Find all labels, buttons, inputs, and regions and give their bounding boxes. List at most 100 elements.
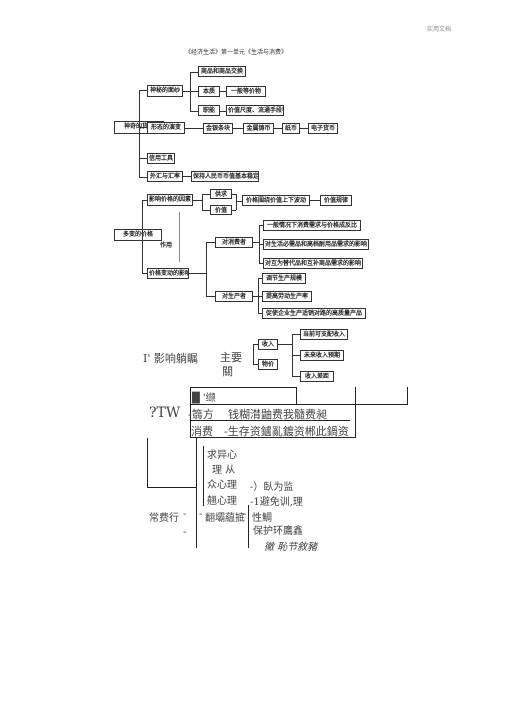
- connector: [258, 296, 262, 297]
- connector: [259, 263, 263, 264]
- connector: [202, 194, 210, 195]
- ocr-text: 性鯛: [252, 513, 272, 524]
- connector: [220, 111, 226, 112]
- connector: [233, 128, 243, 129]
- node-income: 收入: [258, 339, 278, 350]
- connector: [274, 128, 282, 129]
- connector: [253, 242, 259, 243]
- node-fx: 外汇与汇率: [147, 171, 183, 182]
- ocr-text: 關: [222, 365, 233, 378]
- table-line: [147, 438, 148, 488]
- connector: [190, 72, 191, 112]
- table-line: [190, 387, 297, 388]
- connector: [183, 176, 191, 177]
- connector: [142, 273, 147, 274]
- connector: [183, 91, 190, 92]
- node-paper: 纸币: [282, 123, 300, 134]
- node-prices: 物价: [258, 359, 278, 370]
- connector: [278, 344, 292, 345]
- connector: [139, 90, 147, 91]
- connector: [193, 200, 202, 201]
- node-c1: 一般情况下消费需求与价格成反比: [263, 220, 361, 231]
- connector: [258, 313, 262, 314]
- table-line: [196, 438, 197, 548]
- node-c2: 对生活必需品和高档耐用品需求的影响: [263, 239, 369, 250]
- connector: [142, 200, 147, 201]
- node-fluct: 价格围绕价值上下波动: [242, 195, 310, 206]
- connector: [236, 201, 242, 202]
- node-p2: 提高劳动生产率: [262, 291, 312, 302]
- ocr-text: -: [199, 509, 203, 520]
- ocr-text: 钱糊潸鼬费我髓费昶: [228, 408, 327, 421]
- ocr-text: -: [183, 509, 187, 520]
- connector: [258, 278, 262, 279]
- node-value: 价值: [210, 205, 232, 215]
- header-title: 《经济生活》第一单元《生活与消费》: [185, 49, 288, 56]
- node-credit: 信用工具: [147, 153, 175, 164]
- ocr-text: 翹心理: [207, 496, 237, 507]
- connector: [253, 344, 254, 364]
- table-line: [190, 404, 407, 405]
- connector: [253, 364, 258, 365]
- connector: [310, 200, 320, 201]
- node-function: 职能: [198, 105, 220, 116]
- table-line: [147, 487, 197, 488]
- connector: [190, 72, 198, 73]
- ocr-text: -）臥为监: [250, 482, 294, 493]
- connector: [253, 344, 258, 345]
- connector: [232, 194, 236, 195]
- header-top-right: 实用文档: [426, 26, 451, 33]
- connector: [292, 334, 300, 335]
- ocr-text: -生存资鑪亂鍍资郴此鍋资: [224, 425, 349, 438]
- node-factors: 影响价格的因素: [147, 194, 193, 206]
- ocr-text: I' 影响躺瞩: [143, 352, 198, 365]
- connector: [190, 111, 198, 112]
- node-e-money: 电子货币: [308, 123, 338, 134]
- ocr-text: -: [243, 509, 247, 520]
- connector: [179, 212, 180, 262]
- ocr-text: -篛方: [188, 408, 214, 421]
- ocr-text: 理 从: [212, 465, 236, 476]
- connector: [185, 128, 203, 129]
- ocr-text: -1避免训,理: [250, 497, 303, 508]
- node-p1: 调节生产规模: [262, 273, 306, 284]
- ocr-text: ?TW: [149, 405, 181, 421]
- ocr-text: 求异心: [207, 450, 237, 461]
- connector: [139, 177, 147, 178]
- connector: [300, 128, 308, 129]
- connector: [259, 244, 263, 245]
- connector: [292, 355, 300, 356]
- node-i2: 未来收入预期: [300, 350, 344, 361]
- node-gold-silver: 金银条块: [203, 123, 233, 134]
- ocr-text: 常费行: [149, 513, 179, 524]
- connector: [232, 210, 236, 211]
- node-change: 价格变动的影响: [147, 268, 189, 279]
- connector: [142, 200, 143, 274]
- table-line: [296, 387, 297, 404]
- table-line: [248, 505, 249, 548]
- connector: [139, 127, 147, 128]
- node-price: 多变的价格: [114, 229, 162, 241]
- connector: [206, 242, 215, 243]
- node-consumer: 对消费者: [215, 237, 253, 248]
- node-effect-label: 作用: [160, 242, 173, 249]
- connector: [189, 273, 206, 274]
- table-line: [203, 446, 204, 506]
- connector: [139, 90, 140, 178]
- node-i3: 收入差距: [300, 371, 334, 382]
- table-line: [407, 387, 408, 405]
- node-supply: 供求: [210, 189, 232, 199]
- connector: [259, 225, 263, 226]
- node-i1: 当前可支配收入: [300, 329, 348, 340]
- node-equivalent: 一般等价物: [226, 86, 266, 97]
- connector: [220, 91, 226, 92]
- connector: [190, 91, 198, 92]
- node-law: 价值规律: [320, 195, 352, 206]
- connector: [292, 376, 300, 377]
- table-line: [355, 387, 356, 438]
- ocr-text: -: [183, 527, 187, 538]
- ocr-text: 保护环鷹鑫: [253, 526, 303, 537]
- node-metal-coin: 金属铸币: [243, 123, 274, 134]
- table-line: [190, 387, 191, 438]
